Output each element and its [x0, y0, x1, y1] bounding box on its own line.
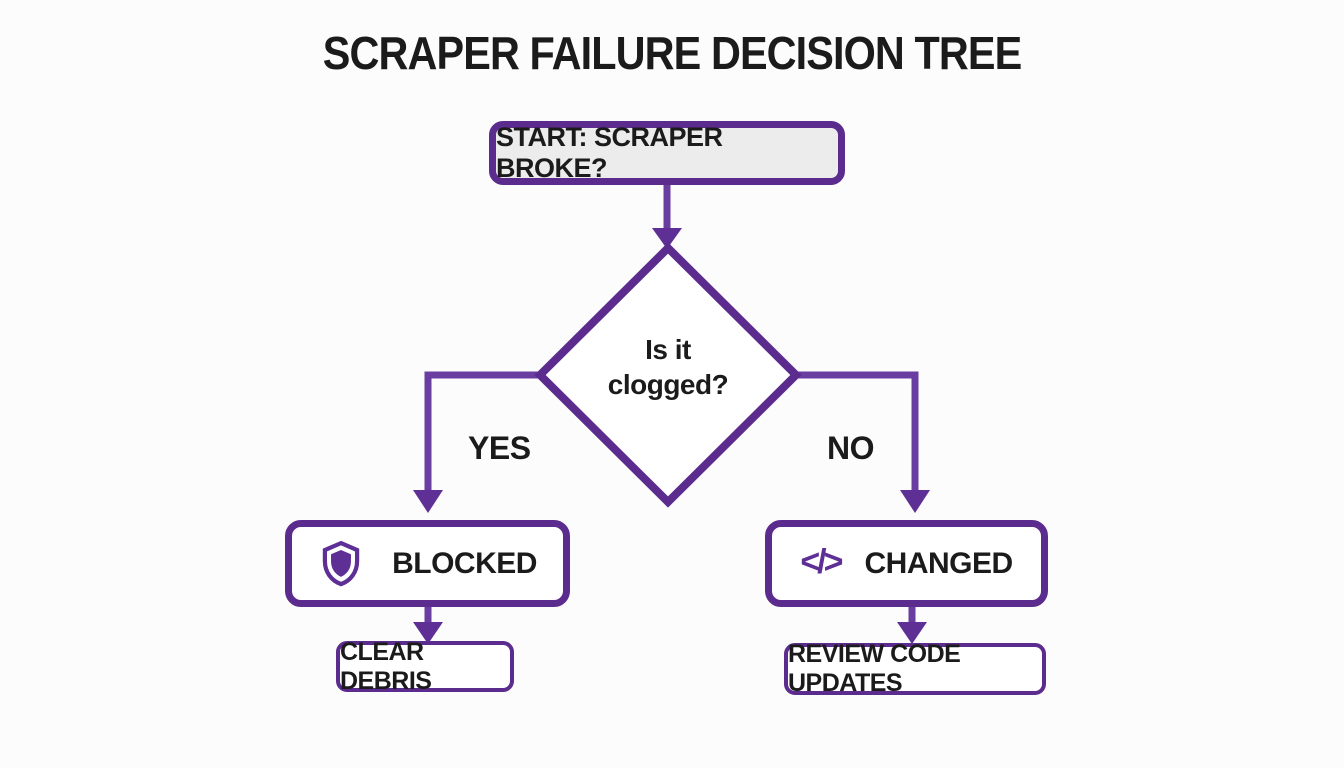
node-changed: </> CHANGED	[765, 520, 1048, 607]
edge-label-no: NO	[827, 430, 875, 466]
node-start: START: SCRAPER BROKE?	[489, 121, 845, 185]
node-clear-debris-label: CLEAR DEBRIS	[340, 637, 432, 695]
arrowhead-no-branch	[900, 490, 930, 513]
code-icon: </>	[800, 543, 843, 581]
decision-diamond	[534, 242, 802, 508]
edge-label-yes: YES	[468, 430, 531, 466]
page-title-text: SCRAPER FAILURE DECISION TREE	[322, 27, 1022, 79]
edge-no-branch	[796, 371, 919, 492]
node-changed-label: CHANGED	[864, 546, 1014, 580]
node-start-label: START: SCRAPER BROKE?	[496, 122, 723, 183]
arrowhead-changed-to-review	[897, 622, 927, 644]
node-review-code-updates-label: REVIEW CODE UPDATES	[788, 640, 961, 697]
node-blocked-label: BLOCKED	[392, 546, 537, 580]
node-clear-debris: CLEAR DEBRIS	[336, 638, 514, 695]
arrowhead-blocked-to-clear	[413, 622, 443, 644]
node-decision-label: Is it clogged?	[607, 334, 729, 400]
shield-icon	[322, 540, 360, 586]
node-review-code-updates: REVIEW CODE UPDATES	[784, 640, 1046, 697]
node-blocked: BLOCKED	[285, 520, 570, 607]
arrowhead-yes-branch	[413, 490, 443, 513]
page-title: SCRAPER FAILURE DECISION TREE	[0, 26, 1344, 80]
arrowhead-start-to-decision	[652, 228, 682, 249]
edge-yes-branch	[424, 371, 540, 492]
